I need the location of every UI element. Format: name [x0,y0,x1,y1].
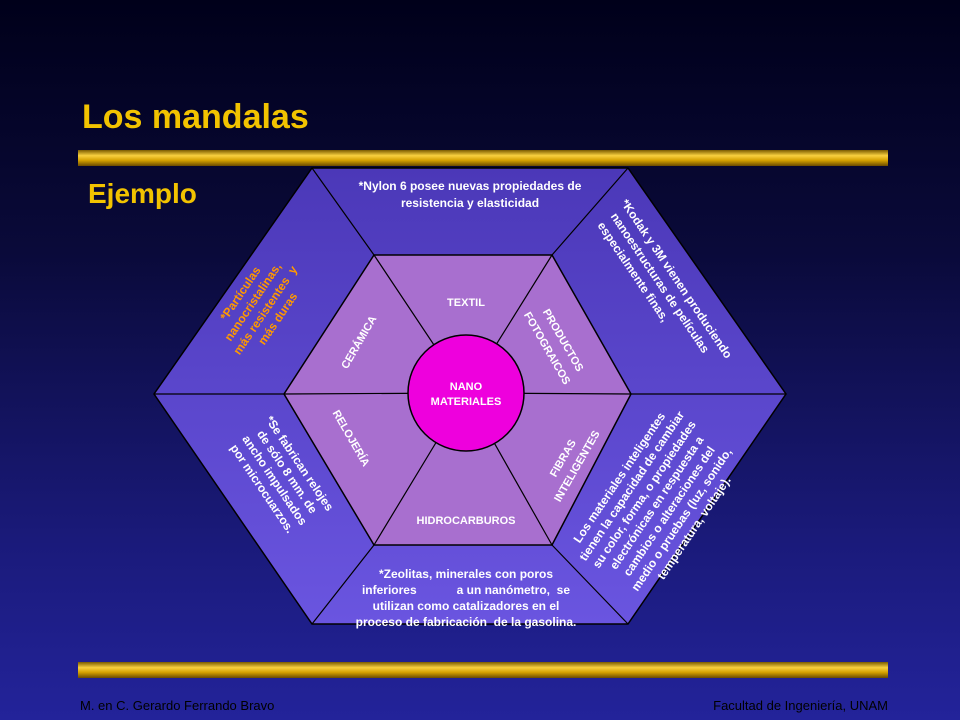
spoke-line [311,167,375,256]
center-label-line1: NANO [450,381,483,393]
footer-institution: Facultad de Ingeniería, UNAM [713,698,888,713]
top-divider [78,150,888,166]
spoke-line [551,544,629,625]
slide-title: Los mandalas [82,98,309,136]
outer-text-zeolitas-2: inferiores a un nanómetro, se [362,583,570,597]
center-circle [407,334,525,452]
outer-text-nylon-1: *Nylon 6 posee nuevas propiedades de [359,179,582,193]
outer-text-nylon-2: resistencia y elasticidad [401,196,539,210]
outer-text-zeolitas-4: proceso de fabricación de la gasolina. [356,615,577,629]
center-label-line2: MATERIALES [431,396,502,408]
spoke-line [311,544,375,625]
spoke-line [551,167,629,256]
bottom-divider [78,662,888,678]
footer-author: M. en C. Gerardo Ferrando Bravo [80,698,275,713]
outer-text-zeolitas-3: utilizan como catalizadores en el [373,599,560,613]
inner-label-textil: TEXTIL [447,297,485,309]
outer-text-zeolitas-1: *Zeolitas, minerales con poros [379,567,553,581]
inner-label-hidrocarburos: HIDROCARBUROS [417,515,516,527]
slide-subtitle: Ejemplo [88,178,197,209]
